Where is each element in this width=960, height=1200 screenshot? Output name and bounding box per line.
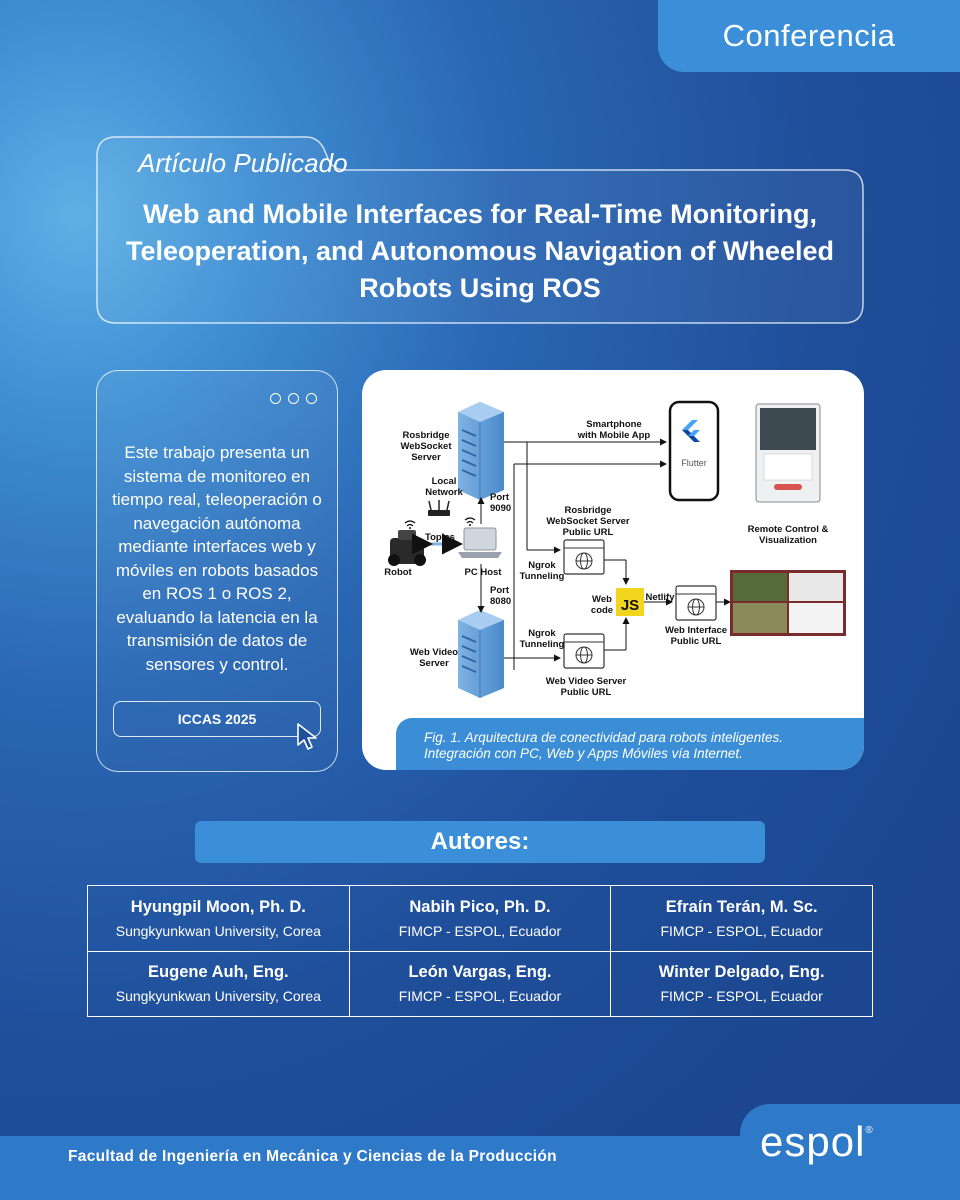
svg-text:PC Host: PC Host	[465, 567, 503, 578]
svg-text:Topics: Topics	[425, 532, 455, 543]
author-name: León Vargas, Eng.	[408, 963, 552, 982]
logo-tab	[740, 1104, 960, 1200]
registered-mark: ®	[865, 1125, 874, 1136]
author-cell: Nabih Pico, Ph. D. FIMCP - ESPOL, Ecuado…	[348, 885, 612, 952]
web-browser-icon	[675, 585, 717, 621]
router-icon	[428, 500, 450, 516]
svg-text:Netlify: Netlify	[645, 592, 675, 603]
author-affiliation: FIMCP - ESPOL, Ecuador	[660, 922, 823, 939]
article-title-card	[96, 136, 864, 324]
iccas-button[interactable]: ICCAS 2025	[113, 701, 321, 737]
conference-tag: Conferencia	[658, 0, 960, 72]
author-affiliation: FIMCP - ESPOL, Ecuador	[398, 988, 562, 1005]
author-name: Winter Delgado, Eng.	[658, 963, 825, 982]
web-video-server-icon	[458, 610, 504, 698]
rosbridge-server-icon	[458, 402, 504, 500]
web-browser-icon	[563, 633, 605, 669]
article-title: Web and Mobile Interfaces for Real-Time …	[125, 199, 835, 303]
summary-card: Este trabajo presenta un sistema de moni…	[96, 370, 338, 772]
summary-text: Este trabajo presenta un sistema de moni…	[112, 443, 322, 674]
table-row: Eugene Auh, Eng. Sungkyunkwan University…	[87, 950, 873, 1017]
author-cell: Hyungpil Moon, Ph. D. Sungkyunkwan Unive…	[87, 885, 350, 952]
web-browser-icon	[563, 539, 605, 575]
js-logo-icon: JS	[616, 588, 644, 616]
article-label: Artículo Publicado	[138, 148, 348, 178]
espol-logo: espol®	[760, 1118, 874, 1165]
author-cell: Winter Delgado, Eng. FIMCP - ESPOL, Ecua…	[610, 950, 873, 1017]
figure-caption: Fig. 1. Arquitectura de conectividad par…	[396, 718, 864, 770]
authors-table: Hyungpil Moon, Ph. D. Sungkyunkwan Unive…	[87, 885, 873, 1017]
author-name: Eugene Auh, Eng.	[148, 963, 289, 982]
smartphone-icon: Flutter	[668, 400, 720, 502]
wifi-icon	[404, 517, 476, 529]
author-affiliation: FIMCP - ESPOL, Ecuador	[398, 922, 562, 939]
js-label: JS	[621, 597, 639, 614]
author-affiliation: FIMCP - ESPOL, Ecuador	[660, 988, 823, 1005]
authors-heading: Autores:	[195, 821, 765, 863]
robot-icon	[388, 530, 426, 566]
web-app-screenshot	[730, 570, 846, 636]
author-cell: Eugene Auh, Eng. Sungkyunkwan University…	[87, 950, 350, 1017]
flutter-label: Flutter	[681, 458, 707, 468]
author-cell: León Vargas, Eng. FIMCP - ESPOL, Ecuador	[348, 950, 612, 1017]
svg-text:Remote Control &Visualization: Remote Control &Visualization	[748, 524, 829, 546]
caption-line-2: Integración con PC, Web y Apps Móviles v…	[424, 746, 743, 761]
table-row: Hyungpil Moon, Ph. D. Sungkyunkwan Unive…	[87, 885, 873, 952]
cursor-icon	[297, 723, 317, 750]
svg-text:Robot: Robot	[384, 567, 412, 578]
author-name: Efraín Terán, M. Sc.	[665, 897, 818, 916]
author-affiliation: Sungkyunkwan University, Corea	[115, 922, 321, 939]
laptop-icon	[458, 527, 502, 558]
caption-line-1: Fig. 1. Arquitectura de conectividad par…	[424, 730, 783, 745]
mobile-app-screenshot	[755, 403, 821, 503]
author-name: Hyungpil Moon, Ph. D.	[130, 897, 306, 916]
author-name: Nabih Pico, Ph. D.	[409, 897, 551, 916]
author-cell: Efraín Terán, M. Sc. FIMCP - ESPOL, Ecua…	[610, 885, 873, 952]
faculty-name: Facultad de Ingeniería en Mecánica y Cie…	[68, 1148, 557, 1165]
dots-icon	[270, 393, 317, 404]
author-affiliation: Sungkyunkwan University, Corea	[115, 988, 321, 1005]
